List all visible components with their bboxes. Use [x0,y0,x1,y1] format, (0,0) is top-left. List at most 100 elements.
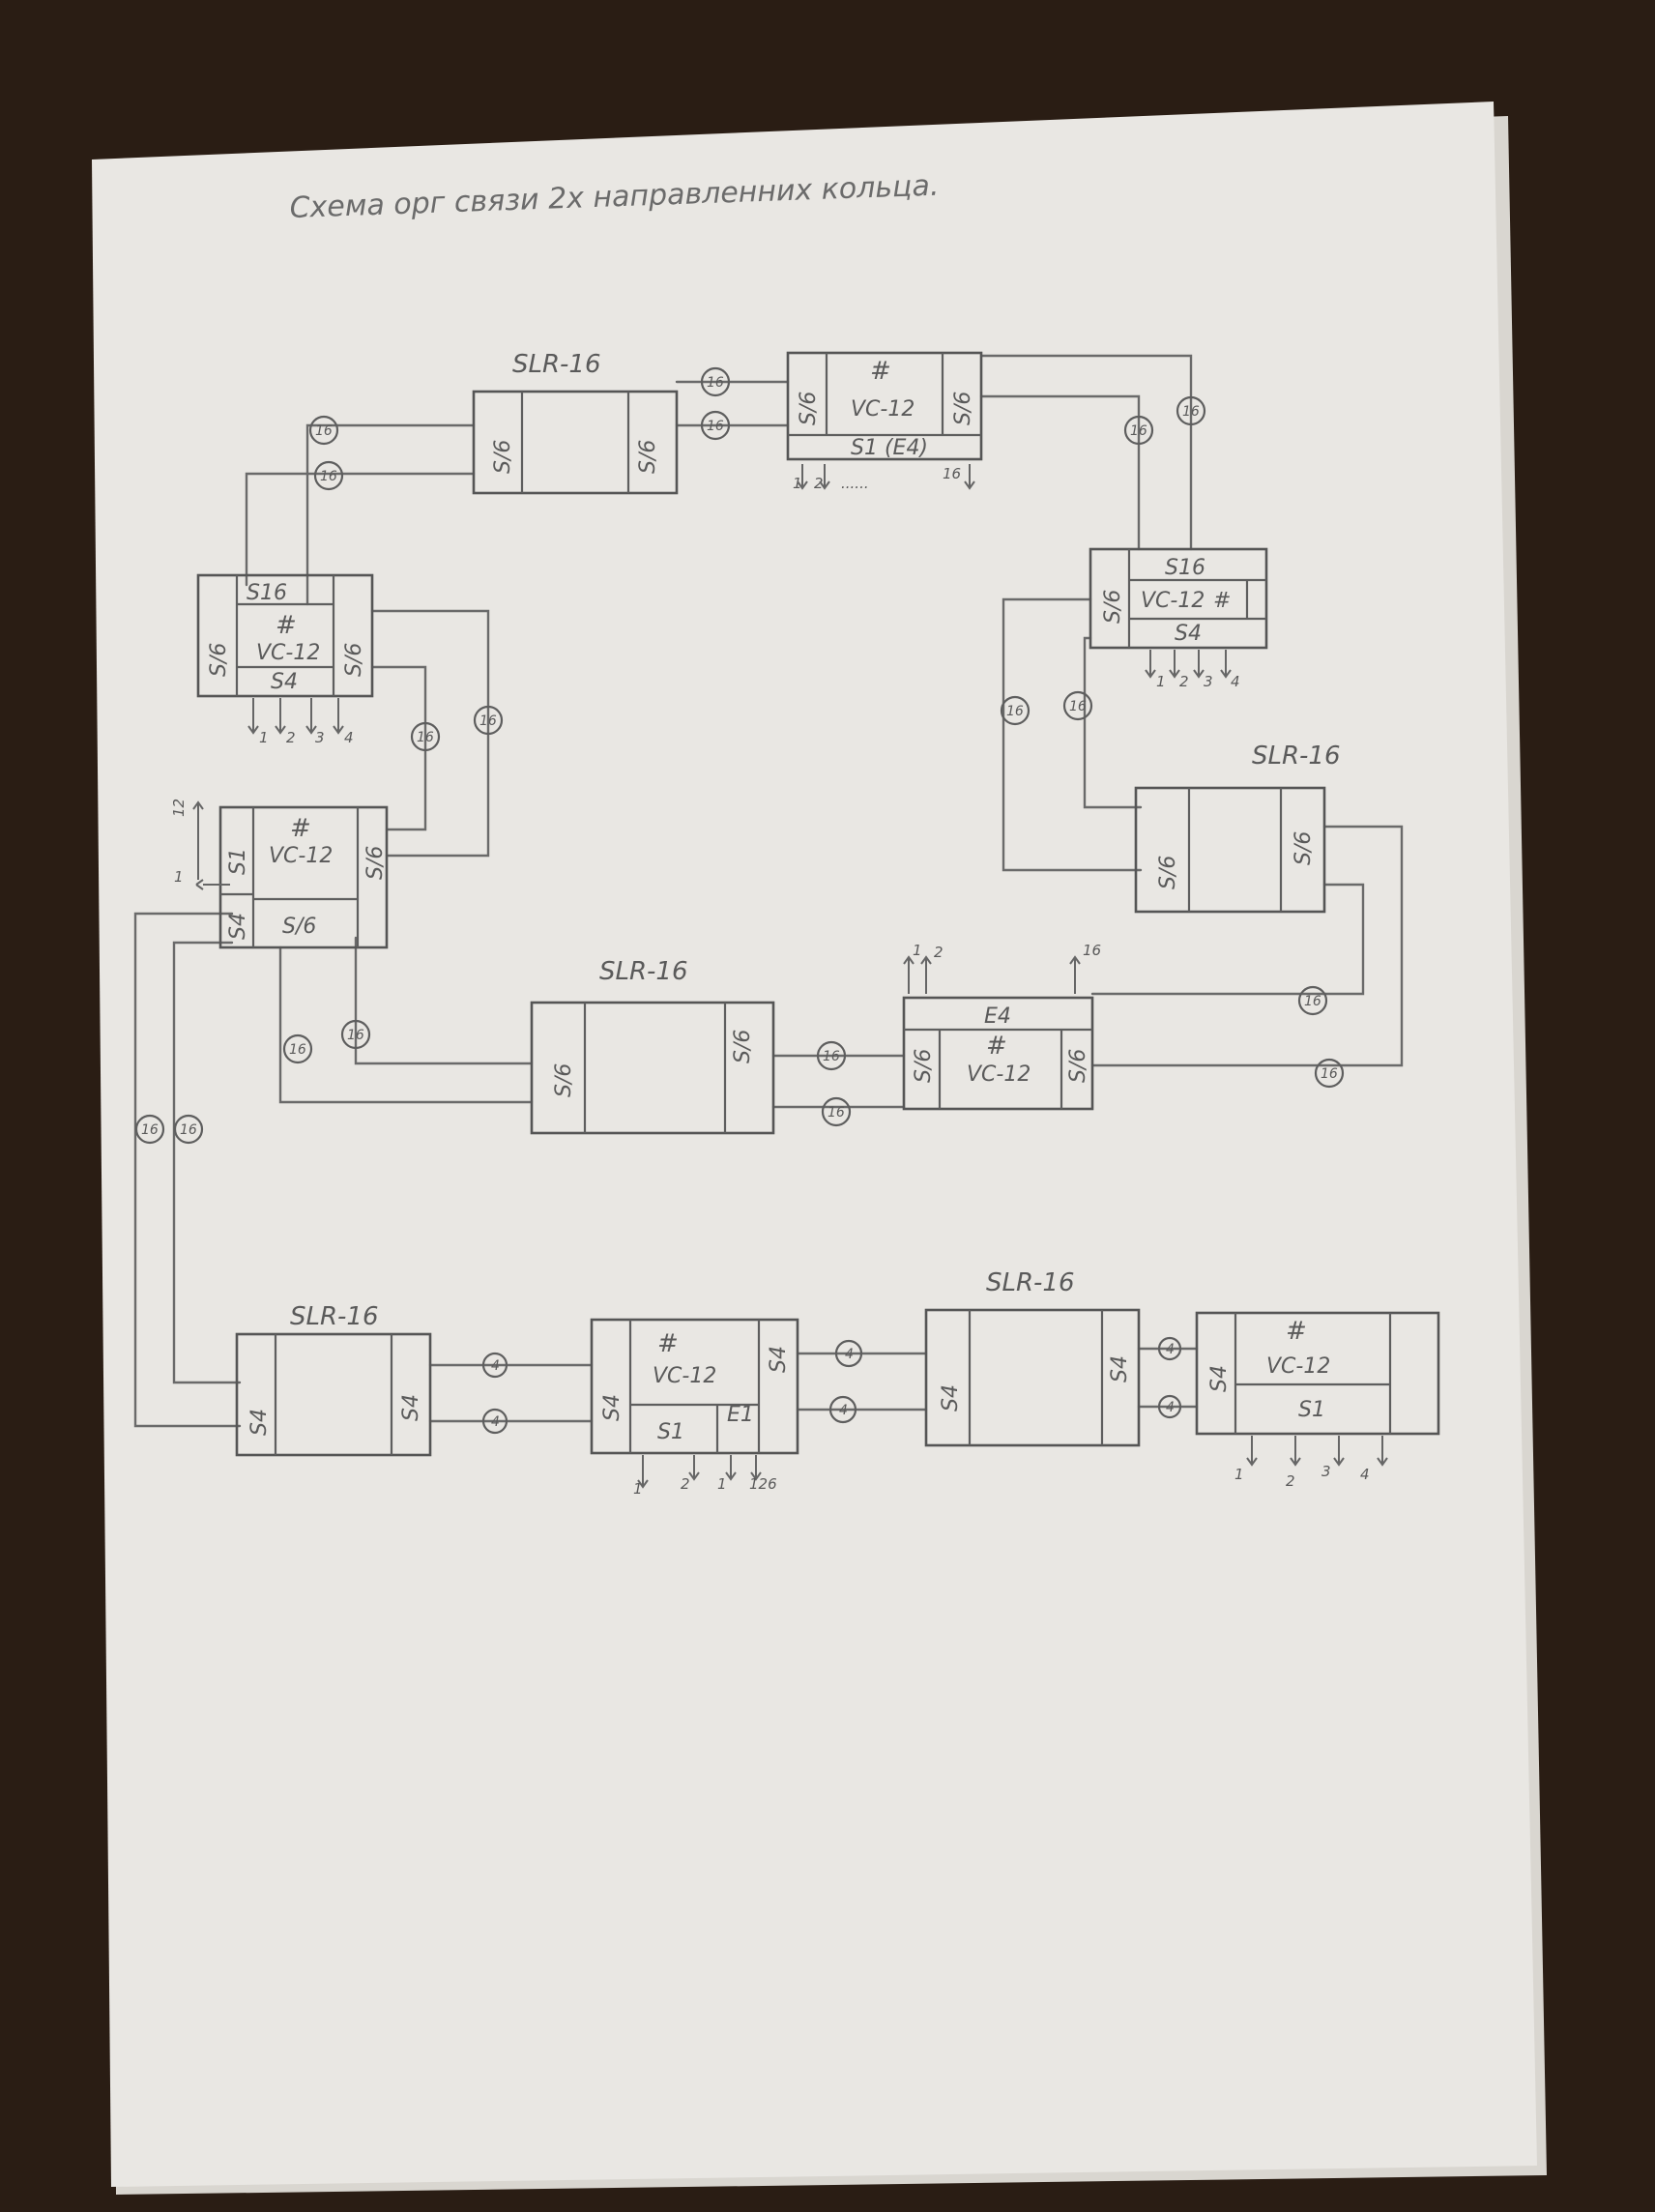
fiber-node: 4 [481,1352,508,1379]
tributary-label: 2 [814,475,824,492]
fiber-node: 4 [1157,1336,1182,1361]
mux-label: VC-12 [851,397,915,422]
mux-left-lower: # VC-12 S/6 S1 S4 S/6 1 12 [170,799,389,949]
fiber-node: 16 [313,460,344,491]
slr-bottom-left: SLR-16 S4 S4 [235,1302,432,1457]
mux-left-upper: S16 # VC-12 S4 S/6 S/6 1 2 3 4 [196,573,374,746]
fiber-node: 4 [1157,1394,1182,1419]
tributary-label: 16 [1083,942,1101,959]
port-label: S/6 [1292,831,1316,865]
mux-label: VC-12 [256,641,320,665]
port-label: S16 [247,581,287,605]
svg-text:16: 16 [1006,704,1024,719]
slr-label: SLR-16 [512,350,601,379]
tributary-label: 2 [286,729,296,746]
slr-right: SLR-16 S/6 S/6 [1134,742,1341,914]
fiber-node: 4 [828,1395,857,1424]
mux-label: VC-12 [653,1364,716,1388]
fiber-node: 16 [134,1114,165,1145]
svg-text:16: 16 [707,419,724,434]
tributary-label: 1 [793,475,802,492]
mux-bottom-right: # VC-12 S1 S4 1 2 3 4 [1195,1311,1440,1490]
fiber-node: 16 [1123,415,1154,446]
svg-text:16: 16 [1069,699,1087,714]
tributary-label: 3 [315,729,325,746]
mux-label: VC-12 [967,1062,1031,1087]
svg-text:16: 16 [315,423,333,439]
port-label: S4 [1207,1365,1232,1392]
mux-bottom-mid: # VC-12 S1 E1 S4 S4 1 2 1 126 [590,1318,799,1498]
port-label: S4 [399,1394,423,1421]
port-label: S/6 [491,440,515,474]
port-label: S16 [1165,556,1205,580]
svg-text:16: 16 [180,1122,197,1138]
port-label: S/6 [552,1063,576,1097]
mux-center: E4 # VC-12 S/6 S/6 1 2 16 [902,942,1101,1111]
port-label: S4 [1175,622,1202,646]
port-label: S/6 [1066,1049,1090,1083]
svg-text:16: 16 [479,713,497,729]
port-label: S4 [271,670,298,694]
fiber-node: 16 [410,721,441,752]
svg-text:16: 16 [141,1122,159,1138]
tributary-label: 1 [633,1480,643,1498]
port-label: S/6 [731,1030,755,1063]
fiber-node: 16 [700,366,731,397]
slr-label: SLR-16 [1252,742,1341,771]
slr-label: SLR-16 [986,1268,1075,1297]
svg-text:4: 4 [839,1403,848,1418]
port-label: S/6 [636,440,660,474]
hash-mark: # [870,357,891,386]
port-label: E1 [727,1403,754,1427]
port-label: S1 [657,1420,684,1444]
fiber-node: 16 [1297,985,1328,1016]
svg-text:16: 16 [320,469,337,484]
port-label: S4 [247,1409,272,1436]
fiber-node: 16 [1314,1058,1345,1089]
fiber-node: 4 [834,1339,863,1368]
slr-center: SLR-16 S/6 S/6 [530,957,775,1135]
svg-text:4: 4 [491,1358,500,1374]
fiber-node: 16 [700,410,731,441]
svg-text:4: 4 [491,1414,500,1430]
svg-text:4: 4 [845,1347,854,1362]
port-label: S/6 [282,915,316,939]
svg-text:16: 16 [1321,1066,1338,1082]
wires [133,354,1404,1428]
tributary-label: 2 [1179,673,1189,690]
slr-label: SLR-16 [599,957,688,986]
mux-right-upper: S16 VC-12 # S4 S/6 1 2 3 4 [1089,547,1268,690]
svg-text:16: 16 [1304,994,1321,1009]
port-label: S1 [1298,1398,1325,1422]
port-label: S/6 [797,392,821,425]
mux-label: VC-12 [1266,1354,1330,1379]
tributary-label: 2 [1286,1472,1295,1490]
port-label: S/6 [1101,590,1125,624]
tributary-label: 4 [344,729,354,746]
hash-mark: # [1213,589,1231,613]
tributary-label: 4 [1231,673,1240,690]
mux-label: VC-12 [1141,589,1205,613]
port-label: S/6 [342,643,366,677]
mux-label: VC-12 [269,844,333,868]
hash-mark: # [1286,1317,1307,1346]
port-label: S4 [600,1394,624,1421]
tributary-label: 1 [174,868,184,886]
tributary-label: 4 [1360,1466,1370,1483]
port-label: S4 [226,913,250,940]
fiber-node: 16 [173,1114,204,1145]
tributary-label: 3 [1204,673,1213,690]
paper-sheet [92,102,1537,2187]
tributary-label: 1 [1234,1466,1244,1483]
fiber-node: 16 [1176,395,1206,426]
port-label: S4 [767,1346,791,1373]
port-label: S1 [226,848,250,875]
svg-text:16: 16 [1130,423,1147,439]
fiber-node: 16 [340,1019,371,1050]
fiber-node: 4 [481,1408,508,1435]
port-label: S4 [1108,1355,1132,1382]
fiber-node: 16 [1000,695,1031,726]
tributary-label: ...... [841,475,869,492]
tributary-label: 1 [717,1475,727,1493]
slr-top: SLR-16 S/6 S/6 [472,350,679,495]
